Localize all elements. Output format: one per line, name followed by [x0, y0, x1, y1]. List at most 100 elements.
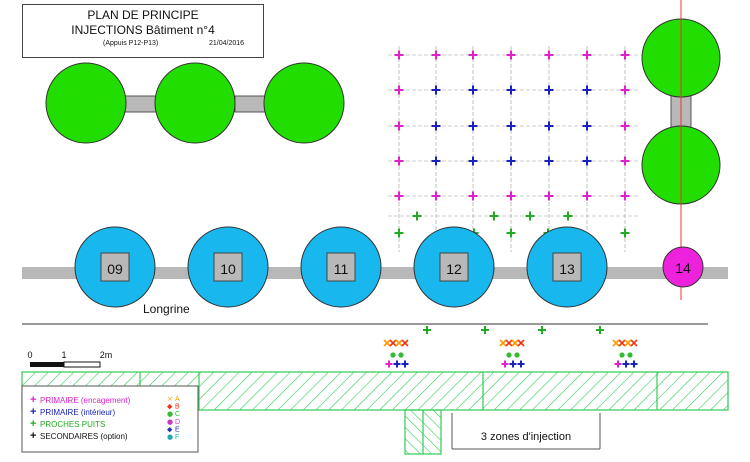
- lower-injection-points: [383, 326, 638, 368]
- injection-point-icon: [431, 191, 441, 201]
- injection-point-icon: [401, 339, 409, 347]
- injection-point-icon: [620, 121, 630, 131]
- injection-point-icon: [501, 360, 509, 368]
- injection-point-icon: [506, 121, 516, 131]
- pile-cap: [326, 252, 356, 282]
- injection-point-icon: [620, 85, 630, 95]
- pile-cap: [552, 252, 582, 282]
- injection-point-icon: [544, 50, 554, 60]
- legend-label: PROCHES PUITS: [40, 420, 105, 429]
- pile-label: 10: [220, 261, 236, 277]
- injection-point-icon: [620, 156, 630, 166]
- pile-cap: [100, 252, 130, 282]
- injection-point-icon: [394, 50, 404, 60]
- injection-point-icon: [620, 228, 630, 238]
- title-line-2: INJECTIONS Bâtiment n°4: [71, 23, 215, 37]
- legend-letter: F: [175, 434, 179, 441]
- pile-label: 12: [446, 261, 462, 277]
- injection-point-icon: [563, 211, 573, 221]
- legend-label: PRIMAIRE (intérieur): [40, 408, 115, 417]
- tree-canopy: [45, 62, 127, 144]
- injection-point-icon: [468, 156, 478, 166]
- injection-point-icon: [394, 156, 404, 166]
- legend-box: [21, 385, 199, 453]
- legend-letter: E: [175, 426, 180, 433]
- injection-point-icon: [468, 50, 478, 60]
- pile-label: 13: [559, 261, 575, 277]
- pile-label: 14: [675, 260, 691, 276]
- injection-point-icon: [622, 360, 630, 368]
- injection-point-icon: [431, 156, 441, 166]
- injection-point-icon: [582, 85, 592, 95]
- injection-point-icon: [394, 191, 404, 201]
- legend-letter: A: [175, 396, 180, 403]
- injection-point-icon: [506, 50, 516, 60]
- tree-group-top-left: [45, 62, 345, 144]
- injection-point-icon: [468, 191, 478, 201]
- legend-marker: ●: [167, 433, 173, 441]
- scale-label: 1: [61, 350, 66, 360]
- injection-dot: [627, 352, 633, 358]
- injection-point-icon: [582, 191, 592, 201]
- injection-point-icon: [431, 85, 441, 95]
- injection-point-icon: [394, 228, 404, 238]
- injection-point-icon: [394, 121, 404, 131]
- injection-point-icon: [423, 326, 431, 334]
- legend-marker: ●: [167, 410, 173, 418]
- injection-point-icon: [582, 121, 592, 131]
- injection-cluster: [383, 339, 409, 368]
- injection-point-icon: [431, 121, 441, 131]
- legend-symbol: +: [30, 418, 36, 430]
- legend: + PRIMAIRE (encagement) + PRIMAIRE (intérie…: [30, 394, 180, 442]
- scale-bar: 0 1 2m: [27, 350, 113, 368]
- injection-point-icon: [582, 50, 592, 60]
- injection-dot: [514, 352, 520, 358]
- injection-cluster: [499, 339, 525, 368]
- scale-segment: [63, 361, 101, 368]
- injection-dot: [390, 352, 396, 358]
- title-subtitle: (Appuis P12-P13): [103, 40, 159, 47]
- pile-label: 11: [334, 261, 349, 277]
- tree-canopy: [263, 62, 345, 144]
- injection-point-icon: [431, 50, 441, 60]
- injection-point-icon: [385, 360, 393, 368]
- injection-dot: [506, 352, 512, 358]
- injection-point-icon: [544, 156, 554, 166]
- legend-symbol: +: [30, 394, 36, 406]
- injection-point-icon: [509, 360, 517, 368]
- injection-grid: [388, 46, 640, 252]
- legend-symbol: +: [30, 406, 36, 418]
- injection-dot: [398, 352, 404, 358]
- injection-point-icon: [394, 85, 404, 95]
- injection-point-icon: [618, 339, 626, 347]
- scale-label: 2m: [100, 350, 113, 360]
- tree-canopy: [154, 62, 236, 144]
- title-date: 21/04/2016: [209, 40, 245, 47]
- injection-point-icon: [393, 360, 401, 368]
- injection-cluster: [612, 339, 638, 368]
- title-block: PLAN DE PRINCIPE INJECTIONS Bâtiment n°4…: [22, 4, 264, 58]
- injection-point-icon: [517, 339, 525, 347]
- zones-label: 3 zones d'injection: [481, 431, 571, 443]
- injection-point-icon: [395, 339, 403, 347]
- injection-point-icon: [389, 339, 397, 347]
- legend-letter: B: [175, 404, 180, 411]
- legend-label: SECONDAIRES (option): [40, 432, 128, 441]
- injection-point-icon: [612, 339, 620, 347]
- injection-point-icon: [506, 191, 516, 201]
- beam-label: Longrine: [143, 302, 190, 316]
- legend-marker: ●: [167, 418, 173, 426]
- legend-letter: D: [175, 419, 180, 426]
- legend-marker: ×: [167, 395, 173, 403]
- pile-cap: [439, 252, 469, 282]
- injection-point-icon: [630, 360, 638, 368]
- injection-point-icon: [499, 339, 507, 347]
- legend-label: PRIMAIRE (encagement): [40, 396, 131, 405]
- injection-point-icon: [624, 339, 632, 347]
- injection-point-icon: [517, 360, 525, 368]
- injection-point-icon: [544, 121, 554, 131]
- injection-point-icon: [614, 360, 622, 368]
- injection-point-icon: [511, 339, 519, 347]
- injection-point-icon: [468, 85, 478, 95]
